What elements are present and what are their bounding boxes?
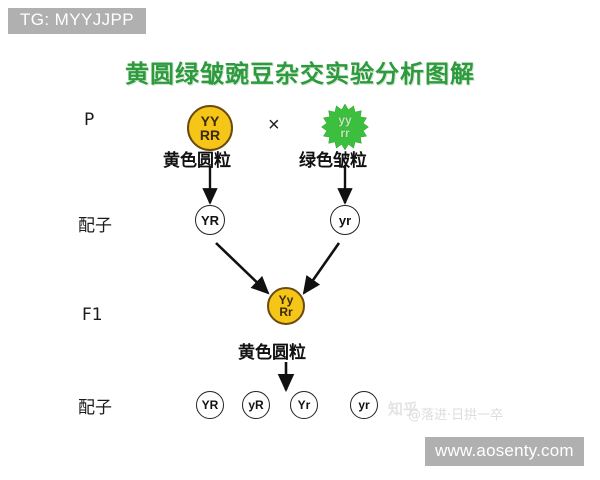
gamete-label: yr <box>358 398 370 412</box>
row-label-gamete-p: 配子 <box>78 216 112 236</box>
allele-top: Yy <box>278 293 294 307</box>
gamete-p-1: YR <box>195 205 225 235</box>
zhihu-user-watermark: @落进·日拱一卒 <box>408 408 504 423</box>
tg-channel-banner: TG: MYYJJPP <box>8 8 146 34</box>
row-label-gamete-f1: 配子 <box>78 398 112 418</box>
source-url-banner: www.aosenty.com <box>425 437 584 466</box>
arrow-gamete-lower-yr-to-f1 <box>302 242 341 295</box>
allele-bottom: Rr <box>279 305 293 319</box>
phenotype-parent-green: 绿色皱粒 <box>299 151 367 171</box>
gamete-label: YR <box>200 212 220 228</box>
gamete-label: yr <box>338 212 352 228</box>
phenotype-f1: 黄色圆粒 <box>238 343 306 363</box>
arrow-gamete-yr-to-f1 <box>215 242 270 295</box>
parent-green-wrinkled-seed: yy rr <box>321 103 369 151</box>
gamete-p-2: yr <box>330 205 360 235</box>
gamete-label: yR <box>248 398 264 412</box>
phenotype-parent-yellow: 黄色圆粒 <box>163 151 231 171</box>
page-title: 黄圆绿皱豌豆杂交实验分析图解 <box>125 60 475 88</box>
gamete-f1-1: YR <box>196 391 224 419</box>
zhihu-logo-icon: 知乎 <box>388 400 419 418</box>
gamete-f1-2: yR <box>242 391 270 419</box>
allele-top: yy <box>338 113 352 128</box>
green-seed-alleles: yy rr <box>321 103 369 151</box>
gamete-f1-3: Yr <box>290 391 318 419</box>
parent-yellow-round-seed: YY RR <box>187 105 233 151</box>
gamete-label: YR <box>201 398 219 412</box>
gamete-label: Yr <box>297 398 311 412</box>
allele-bottom: rr <box>340 126 350 140</box>
row-label-parental: P <box>84 110 95 130</box>
cross-symbol: × <box>268 114 280 136</box>
row-label-f1: F1 <box>82 305 103 325</box>
gamete-f1-4: yr <box>350 391 378 419</box>
f1-seed: Yy Rr <box>267 287 305 325</box>
allele-top: YY <box>200 113 220 129</box>
starburst-icon <box>321 103 369 151</box>
allele-bottom: RR <box>199 127 221 143</box>
